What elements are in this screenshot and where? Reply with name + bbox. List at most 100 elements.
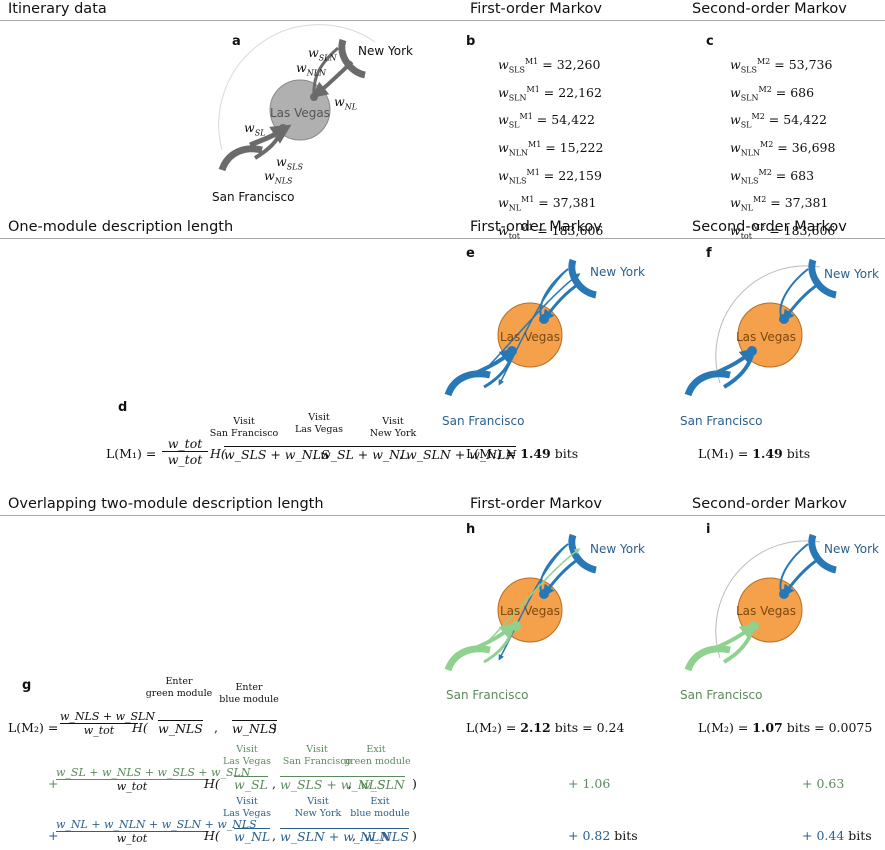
edge-sl (715, 622, 757, 650)
header-one-module: One-module description length (8, 219, 234, 235)
label-las-vegas-i: Las Vegas (736, 604, 796, 618)
row3-fraction: w_NL + w_NLN + w_SLN + w_NLS w_tot (56, 818, 257, 845)
san-francisco-node (684, 370, 731, 397)
weight-nl: wNL (334, 94, 358, 112)
sf-entry-node (507, 346, 517, 356)
new-york-node (568, 258, 597, 299)
label-new-york-e: New York (590, 265, 645, 279)
network-diagram-i (684, 533, 837, 672)
panel-label-d: d (118, 400, 128, 415)
result-two-module-second-line1: L(M₂) = 1.07 bits = 0.0075 (698, 720, 873, 735)
route-line (715, 540, 821, 659)
sf-entry-node (511, 621, 521, 631)
san-francisco-node (444, 645, 491, 672)
divider (0, 515, 885, 516)
new-york-node (338, 38, 367, 79)
eq-arg1: w_SLS + w_NLS (224, 446, 330, 462)
label-san-francisco-i: San Francisco (680, 688, 763, 702)
label-san-francisco-a: San Francisco (212, 190, 295, 204)
edge-sl (475, 347, 517, 375)
header-first-order-2: First-order Markov (470, 219, 602, 235)
panel-label-c: c (706, 34, 714, 49)
panel-label-a: a (232, 34, 241, 49)
weight-row: wtotM1 = 183,606 (498, 222, 604, 241)
weight-row: wNLNM1 = 15,222 (498, 139, 604, 158)
ny-entry-node (779, 314, 789, 324)
label-new-york-a: New York (358, 44, 413, 58)
weight-sl: wSL (244, 120, 266, 138)
weight-nln: wNLN (296, 60, 327, 78)
ny-entry-node (539, 314, 549, 324)
weight-row: wSLM2 = 54,422 (730, 112, 827, 130)
weight-row: wNLM2 = 37,381 (730, 195, 829, 213)
ny-entry-node (310, 93, 318, 101)
san-francisco-node (218, 145, 263, 172)
weight-row: wNLSM1 = 22,159 (498, 167, 602, 186)
weight-row: wNLNM2 = 36,698 (730, 139, 836, 158)
header-first-order-3: First-order Markov (470, 496, 602, 512)
route-line (715, 265, 821, 384)
route-line (218, 24, 376, 151)
result-two-module-first-line3: + 0.82 bits (568, 828, 638, 843)
header-second-order-1: Second-order Markov (692, 1, 847, 17)
result-two-module-first-line1: L(M₂) = 2.12 bits = 0.24 (466, 720, 625, 735)
divider (0, 20, 885, 21)
edge-nl (311, 60, 354, 98)
san-francisco-node (684, 645, 731, 672)
edge-sls (483, 625, 515, 664)
label-las-vegas-a: Las Vegas (270, 106, 330, 120)
network-diagram-f (684, 258, 837, 397)
edge-nln (312, 46, 339, 96)
divider (0, 238, 885, 239)
weight-row: wSLSM1 = 32,260 (498, 57, 601, 75)
ny-entry-node (779, 589, 789, 599)
label-san-francisco-e: San Francisco (442, 414, 525, 428)
edge-nl (542, 556, 581, 597)
label-san-francisco-h: San Francisco (446, 688, 529, 702)
header-itinerary: Itinerary data (8, 1, 107, 17)
weight-nls: wNLS (264, 168, 293, 186)
new-york-node (808, 533, 837, 574)
weight-sln: wSLN (308, 45, 337, 63)
header-second-order-3: Second-order Markov (692, 496, 847, 512)
eq-lhs: L(M₂) = (8, 720, 59, 735)
edge-nls (498, 268, 569, 386)
label-new-york-i: New York (824, 542, 879, 556)
weight-row: wtotM2 = 183,606 (730, 222, 836, 241)
eq-arg2: w_SL + w_NL (320, 446, 409, 462)
result-one-module-first: L(M₁) = 1.49 bits (466, 446, 579, 461)
label-las-vegas-h: Las Vegas (500, 604, 560, 618)
edge-sl (715, 347, 757, 375)
result-two-module-second-line2: + 0.63 (802, 776, 845, 791)
label-san-francisco-f: San Francisco (680, 414, 763, 428)
label-las-vegas-e: Las Vegas (500, 330, 560, 344)
itinerary-diagram (218, 24, 376, 172)
panel-label-e: e (466, 246, 475, 261)
label-new-york-h: New York (590, 542, 645, 556)
weight-row: wNLSM2 = 683 (730, 167, 815, 186)
edge-nl (782, 556, 821, 597)
panel-label-h: h (466, 522, 476, 537)
row2-fraction: w_SL + w_NLS + w_SLS + w_SLN w_tot (56, 766, 251, 793)
weight-row: wSLM1 = 54,422 (498, 112, 595, 130)
eq-fraction: w_tot w_tot (162, 436, 208, 467)
row1-fraction: w_NLS + w_SLN w_tot (60, 710, 155, 737)
weight-row: wNLM1 = 37,381 (498, 195, 597, 213)
result-two-module-first-line2: + 1.06 (568, 776, 611, 791)
weight-row: wSLSM2 = 53,736 (730, 57, 833, 75)
entropy-h: H( (210, 446, 226, 461)
edge-nln (779, 543, 809, 595)
sf-entry-node (747, 346, 757, 356)
ny-entry-node (539, 589, 549, 599)
sf-entry-node (279, 124, 287, 132)
header-two-module: Overlapping two-module description lengt… (8, 496, 324, 512)
